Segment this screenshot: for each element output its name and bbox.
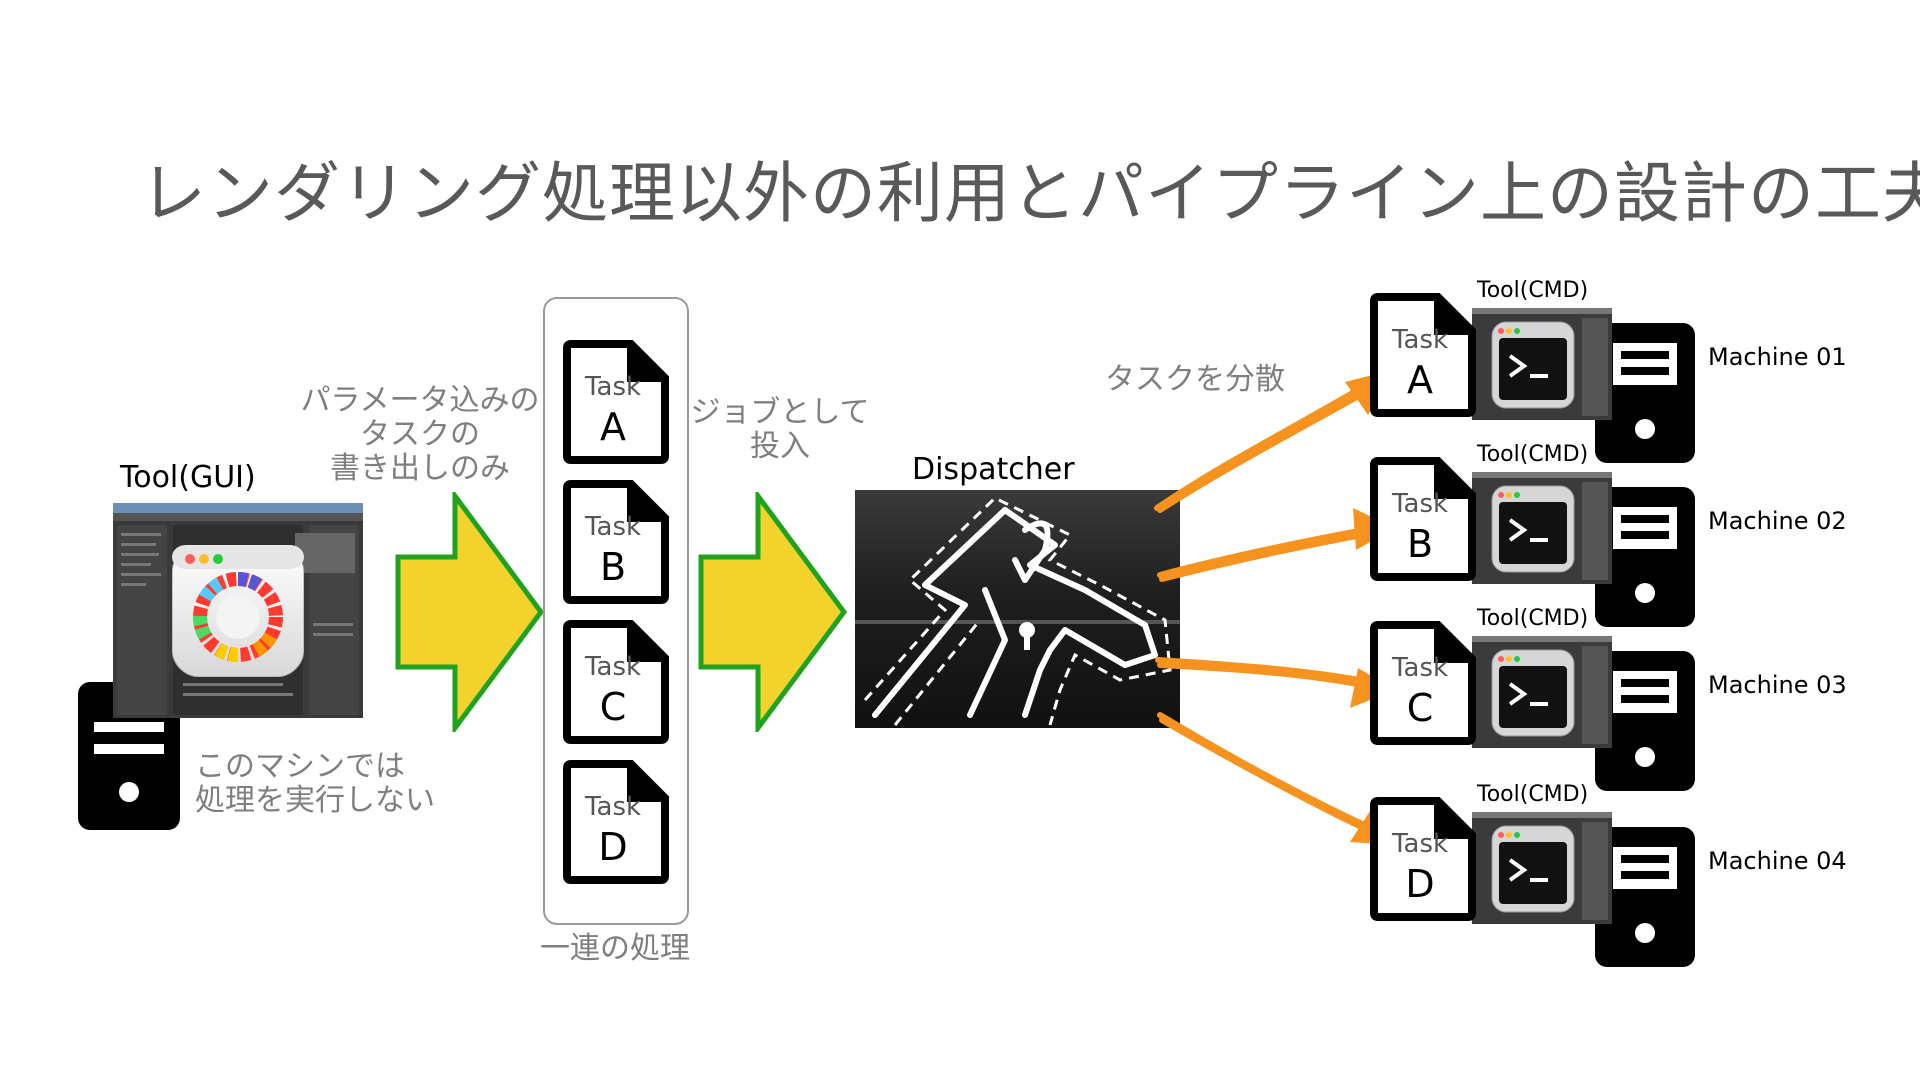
- document-icon: Task B: [563, 480, 669, 604]
- server-tower-icon: [1595, 487, 1695, 627]
- document-icon: Task A: [563, 340, 669, 464]
- document-icon: Task D: [563, 760, 669, 884]
- task-word: Task: [1391, 489, 1448, 519]
- task-letter: A: [600, 405, 626, 449]
- task-letter: A: [1407, 358, 1433, 402]
- big-arrow-submit: [698, 492, 848, 732]
- task-word: Task: [584, 652, 641, 682]
- machine-label: Machine 01: [1708, 343, 1847, 371]
- job-caption: ジョブとして 投入: [680, 396, 880, 464]
- document-icon: Task A: [1370, 293, 1476, 417]
- task-word: Task: [1391, 325, 1448, 355]
- task-letter: C: [1407, 686, 1434, 730]
- machine-label: Machine 04: [1708, 847, 1847, 875]
- big-arrow-export: [395, 492, 545, 732]
- machine-label: Machine 02: [1708, 507, 1847, 535]
- task-letter: B: [1407, 522, 1433, 566]
- tool-gui-label: Tool(GUI): [120, 460, 256, 495]
- dispatcher-label: Dispatcher: [912, 452, 1075, 487]
- tool-gui-note-line: 処理を実行しない: [195, 783, 435, 818]
- task-letter: D: [1405, 862, 1434, 906]
- distribution-arrows: [1154, 370, 1395, 845]
- server-tower-icon: [1595, 651, 1695, 791]
- tool-gui-note: このマシンでは 処理を実行しない: [195, 750, 435, 818]
- document-icon: Task B: [1370, 457, 1476, 581]
- task-word: Task: [1391, 829, 1448, 859]
- tool-cmd-label: Tool(CMD): [1477, 442, 1589, 467]
- server-tower-icon: [78, 682, 180, 830]
- tool-cmd-label: Tool(CMD): [1477, 278, 1589, 303]
- export-caption-line: パラメータ込みの: [300, 383, 540, 418]
- tool-cmd-label: Tool(CMD): [1477, 782, 1589, 807]
- document-icon: Task D: [1370, 797, 1476, 921]
- tool-cmd-label: Tool(CMD): [1477, 606, 1589, 631]
- task-word: Task: [584, 372, 641, 402]
- task-sequence-caption: 一連の処理: [540, 931, 690, 966]
- task-word: Task: [584, 792, 641, 822]
- task-sequence-box: [543, 297, 689, 925]
- job-caption-line: 投入: [750, 429, 810, 464]
- tool-cmd-screenshot: [1472, 812, 1612, 924]
- document-icon: Task C: [563, 620, 669, 744]
- export-caption: パラメータ込みの タスクの 書き出しのみ: [290, 384, 550, 486]
- distribute-caption: タスクを分散: [1105, 362, 1285, 397]
- tool-cmd-screenshot: [1472, 472, 1612, 584]
- task-word: Task: [584, 512, 641, 542]
- tool-cmd-screenshot: [1472, 636, 1612, 748]
- task-letter: D: [598, 825, 627, 869]
- server-tower-icon: [1595, 323, 1695, 463]
- chalk-body-outline-icon: [855, 490, 1180, 728]
- server-tower-icon: [1595, 827, 1695, 967]
- job-caption-line: ジョブとして: [690, 395, 870, 430]
- task-word: Task: [1391, 653, 1448, 683]
- machine-label: Machine 03: [1708, 671, 1847, 699]
- task-letter: B: [600, 545, 626, 589]
- task-letter: C: [600, 685, 627, 729]
- export-caption-line: 書き出しのみ: [330, 451, 510, 486]
- export-caption-line: タスクの: [360, 417, 480, 452]
- tool-gui-note-line: このマシンでは: [195, 749, 405, 784]
- page-title: レンダリング処理以外の利用とパイプライン上の設計の工夫: [140, 155, 1920, 232]
- tool-cmd-screenshot: [1472, 308, 1612, 420]
- color-wheel-app-icon: [172, 545, 304, 677]
- document-icon: Task C: [1370, 621, 1476, 745]
